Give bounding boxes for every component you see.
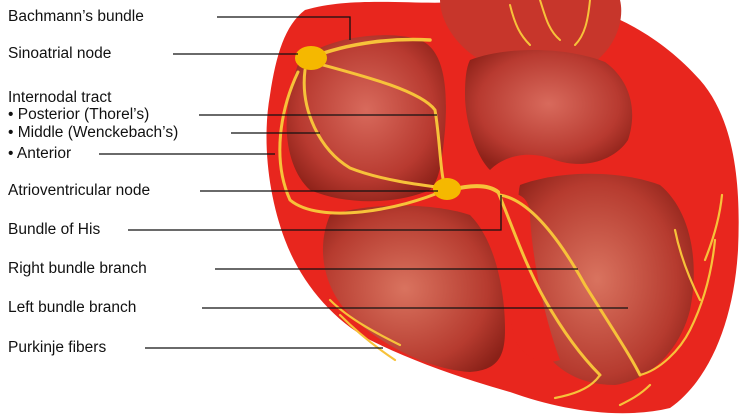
label-bachmann-bundle: Bachmann’s bundle	[8, 8, 144, 26]
left-atrium-chamber	[465, 50, 632, 170]
label-posterior-tract: • Posterior (Thorel’s)	[8, 106, 149, 124]
sinoatrial-node	[295, 46, 327, 70]
label-anterior-tract: • Anterior	[8, 145, 71, 163]
label-bundle-of-his: Bundle of His	[8, 221, 100, 239]
label-atrioventricular-node: Atrioventricular node	[8, 182, 150, 200]
label-left-bundle-branch: Left bundle branch	[8, 299, 136, 317]
label-middle-tract: • Middle (Wenckebach’s)	[8, 124, 178, 142]
label-right-bundle-branch: Right bundle branch	[8, 260, 147, 278]
label-sinoatrial-node: Sinoatrial node	[8, 45, 111, 63]
label-internodal-tract: Internodal tract	[8, 89, 111, 107]
label-purkinje-fibers: Purkinje fibers	[8, 339, 106, 357]
atrioventricular-node	[433, 178, 461, 200]
